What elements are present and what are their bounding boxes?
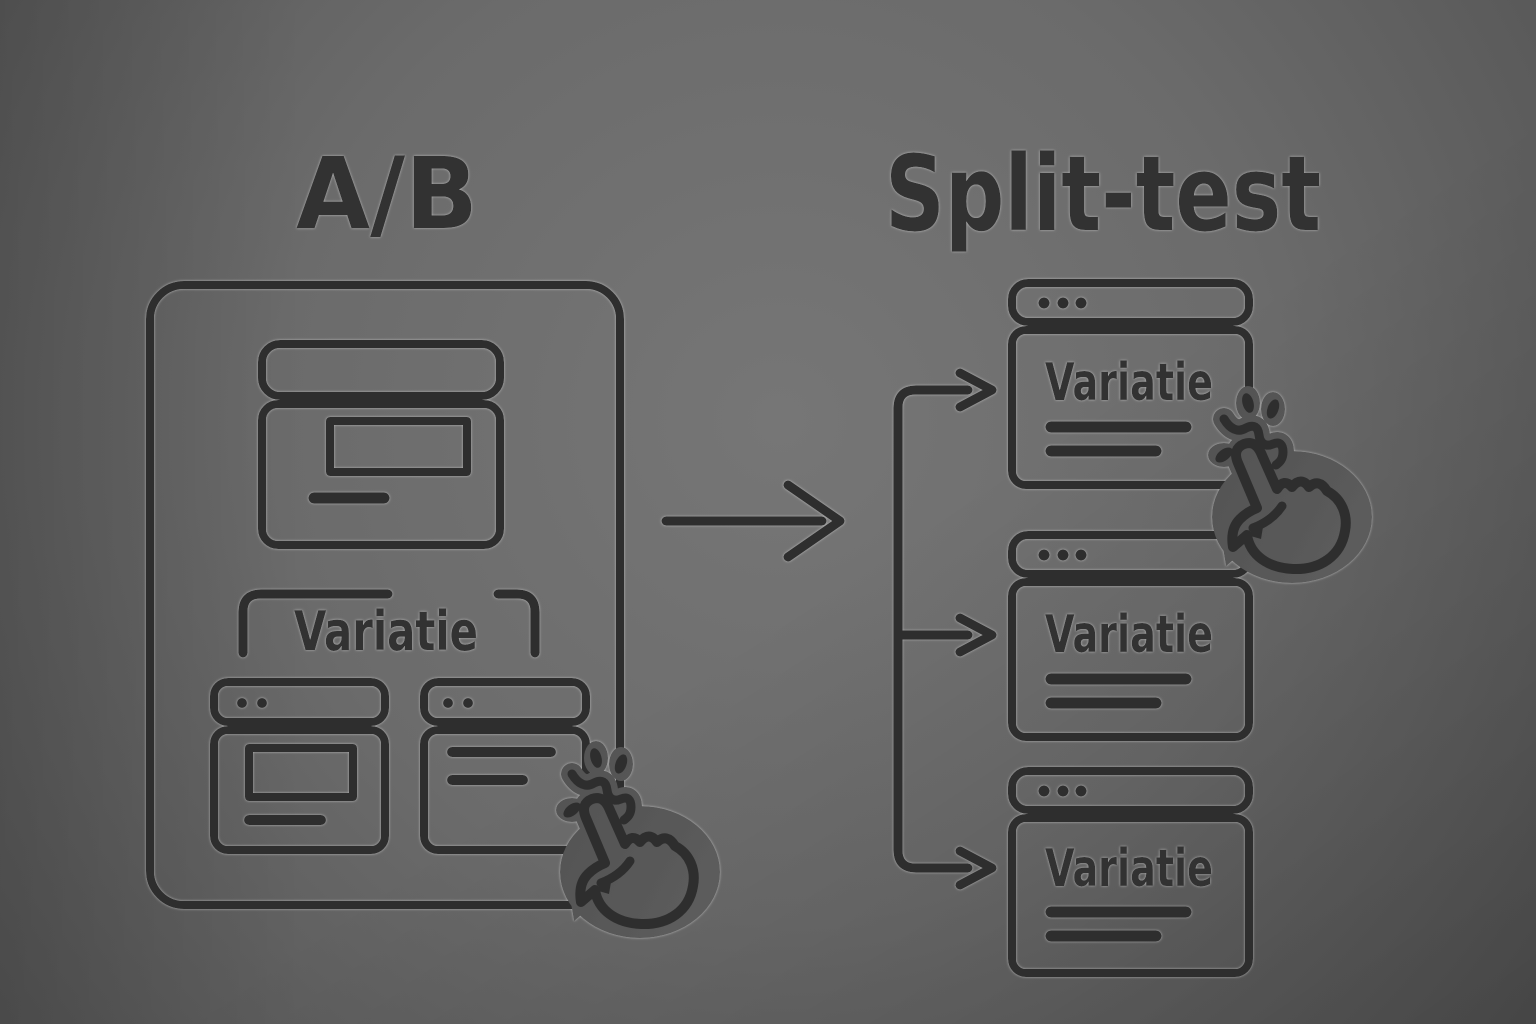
branch-connector — [893, 368, 997, 890]
variatie-label: Variatie — [294, 600, 478, 663]
titlebar-dots — [237, 698, 267, 708]
window-content-box — [245, 744, 357, 801]
branch-arrowhead-2 — [955, 613, 997, 657]
variation-label-2: Variatie — [1045, 605, 1213, 665]
window-titlebar — [420, 678, 590, 726]
split-test-title: Split-test — [885, 133, 1321, 255]
window-body — [1008, 578, 1253, 741]
window-titlebar — [1008, 767, 1253, 814]
ab-title: A/B — [296, 137, 478, 252]
branch-arrowhead-1 — [955, 368, 997, 412]
variatie-bracket — [238, 589, 540, 658]
variation-window-2 — [1008, 531, 1253, 741]
titlebar-dots — [1038, 785, 1087, 797]
branch-arrowhead-3 — [955, 846, 997, 890]
titlebar-dots — [443, 698, 473, 708]
browser-window-original — [258, 340, 504, 549]
window-body — [1008, 814, 1253, 977]
variation-window-3 — [1008, 767, 1253, 977]
window-titlebar — [210, 678, 389, 726]
ab-container-box — [146, 281, 624, 909]
titlebar-dots — [1038, 297, 1087, 309]
variation-label-1: Variatie — [1045, 353, 1213, 413]
flow-arrow-icon — [661, 480, 845, 562]
window-body — [258, 400, 504, 549]
split-test-section: Split-test Variatie — [885, 133, 1321, 977]
window-content-box — [326, 417, 471, 476]
titlebar-dots — [1038, 549, 1087, 561]
window-titlebar — [1008, 279, 1253, 326]
ab-section: A/B — [146, 137, 624, 909]
window-titlebar — [258, 340, 504, 400]
browser-window-variant-a — [210, 678, 389, 854]
variation-label-3: Variatie — [1045, 839, 1213, 899]
window-body — [210, 726, 389, 854]
